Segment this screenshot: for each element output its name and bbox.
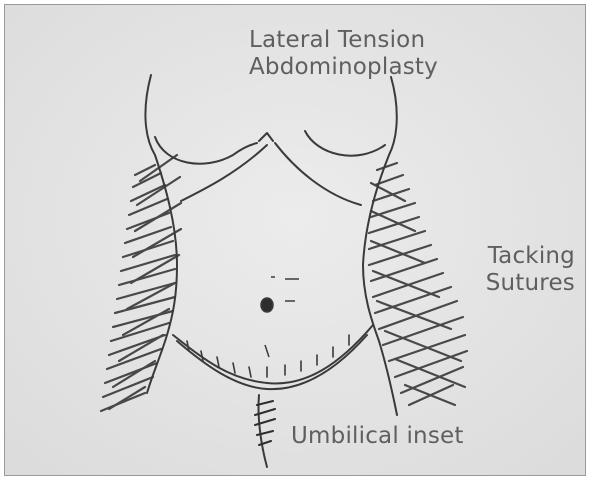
figure-title: Lateral Tension Abdominoplasty (249, 27, 438, 81)
sketch-figure: Lateral Tension Abdominoplasty Tacking S… (4, 4, 586, 476)
tacking-line-1: Tacking (486, 243, 575, 270)
title-line-2: Abdominoplasty (249, 54, 438, 81)
title-line-1: Lateral Tension (249, 27, 438, 54)
tacking-line-2: Sutures (486, 270, 575, 297)
umbilical-inset-label: Umbilical inset (291, 423, 464, 450)
tacking-sutures-label: Tacking Sutures (486, 243, 575, 297)
